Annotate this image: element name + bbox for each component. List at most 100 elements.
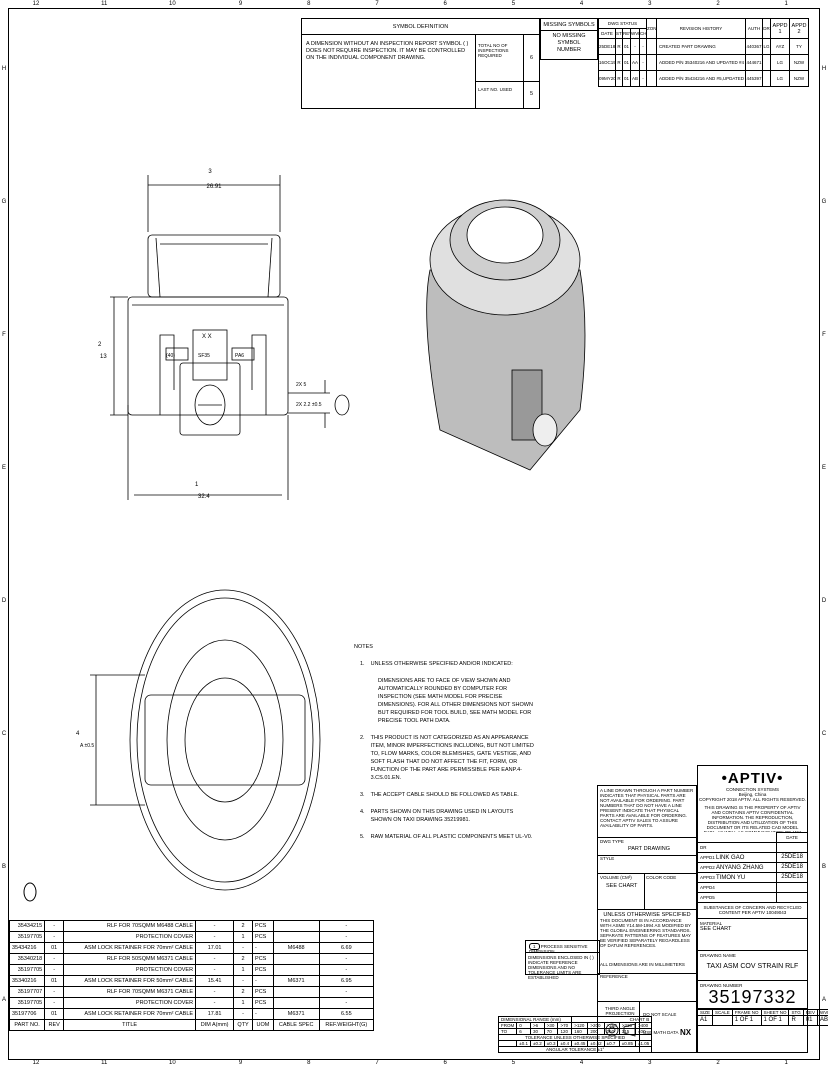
- parts-table-cell: -: [233, 942, 254, 954]
- dim-right: 2X 2.2 ±0.5: [296, 402, 322, 408]
- bottom-view: 4 A ±0.5: [76, 589, 321, 891]
- parts-table-header-cell: CABLE SPEC: [272, 1019, 320, 1031]
- parts-table-cell: 35197706: [8, 1008, 46, 1020]
- zone-column-marker: 10: [169, 1060, 176, 1066]
- parts-table-cell: 01: [44, 975, 65, 987]
- parts-table-cell: ASM LOCK RETAINER FOR 70mm² CABLE: [63, 1008, 197, 1020]
- parts-table-cell: -: [233, 1008, 254, 1020]
- zone-column-marker: 9: [238, 1060, 243, 1066]
- parts-table-cell: PCS: [252, 953, 274, 965]
- parts-table-cell: RLF FOR 70SQMM M6488 CABLE: [63, 920, 197, 932]
- note-number: 2.: [360, 735, 365, 741]
- appd1-header: APPD 1: [770, 18, 791, 39]
- sheet-info-value: [712, 1015, 733, 1026]
- zone-column-marker: 7: [375, 1, 379, 7]
- zone-row-marker: G: [1, 199, 7, 205]
- parts-table-cell: 35197705: [8, 964, 46, 976]
- zone-column-marker: 6: [443, 1060, 447, 1066]
- color-code-label: COLOR CODE: [646, 875, 677, 880]
- parts-table-cell: [272, 964, 320, 976]
- signoff-name: ANYANG ZHANG: [716, 864, 764, 871]
- dim-a-id: 4: [76, 731, 80, 737]
- title-block: •APTIV• CONNECTION SYSTEMS Beijing, Chin…: [696, 765, 828, 1053]
- revision-cell: R: [615, 38, 623, 55]
- parts-table-cell: 35197707: [8, 986, 46, 998]
- note-text: PARTS SHOWN ON THIS DRAWING USED IN LAYO…: [370, 809, 514, 823]
- material-label: MATERIAL: [700, 921, 723, 926]
- parts-table-cell: PCS: [252, 986, 274, 998]
- zone-row-marker: C: [1, 731, 7, 737]
- dwg-type: PART DRAWING: [628, 846, 670, 852]
- parts-table-cell: 2: [233, 920, 254, 932]
- note-item: 2.THIS PRODUCT IS NOT CATEGORIZED AS AN …: [360, 734, 535, 782]
- parts-table-cell: -: [318, 920, 375, 932]
- sheet-info-label: SCALE: [712, 1009, 733, 1016]
- drawing-number-label: DRAWING NUMBER: [700, 983, 743, 988]
- drawing-frame: [8, 8, 820, 1060]
- parts-table-cell: 1: [233, 931, 254, 943]
- sheet-info-value: AB: [816, 1015, 828, 1026]
- appd2-header: APPD 2: [789, 18, 810, 39]
- signoff-row: APPD4: [696, 882, 808, 893]
- symbol-definition-text: A DIMENSION WITHOUT AN INSPECTION REPORT…: [306, 41, 469, 61]
- parts-table-cell: 17.01: [195, 942, 235, 954]
- zone-column-marker: 6: [443, 1, 447, 7]
- last-number-label: LAST NO. USED: [478, 87, 513, 92]
- range-label: DIMENSIONAL RANGE (mm): [497, 1016, 573, 1023]
- signoff-date: [776, 842, 808, 853]
- parts-table-cell: -: [195, 931, 235, 943]
- signoff-role: APPD3: [700, 874, 715, 880]
- zone-column-marker: 3: [648, 1060, 652, 1066]
- zone-row-marker: F: [2, 332, 6, 338]
- process-id: 1: [529, 943, 540, 950]
- parts-table-cell: -: [195, 920, 235, 932]
- parts-table-header-cell: TITLE: [63, 1019, 197, 1031]
- parts-table-cell: -: [44, 986, 65, 998]
- parts-table-cell: PCS: [252, 997, 274, 1009]
- revision-cell: 01: [622, 38, 631, 55]
- zone-row-marker: H: [821, 66, 827, 72]
- parts-table-cell: [272, 986, 320, 998]
- zone-column-marker: 8: [307, 1060, 311, 1066]
- parts-table-cell: 01: [44, 942, 65, 954]
- parts-table-cell: -: [44, 920, 65, 932]
- reference-label: REFERENCE: [600, 974, 628, 979]
- parts-table-cell: -: [195, 986, 235, 998]
- signoff-role: APPD5: [700, 894, 715, 900]
- revision-cell: TY: [789, 38, 810, 55]
- signoff-role: DR: [700, 844, 707, 850]
- revision-cell: 25DE18: [598, 38, 616, 55]
- note-item: 5.RAW MATERIAL OF ALL PLASTIC COMPONENTS…: [360, 833, 535, 841]
- dim-a: A ±0.5: [80, 743, 94, 749]
- sheet-info-value: A1: [696, 1015, 714, 1026]
- revision-table: DWG STATUSZONEREVISION HISTORYAUTHDRAPPD…: [597, 18, 810, 87]
- revision-cell: -: [638, 38, 648, 55]
- zone-column-marker: 4: [579, 1060, 584, 1066]
- total-inspections-value: 6: [530, 55, 534, 61]
- parts-table-cell: RLF FOR 70SQMM M6371 CABLE: [63, 986, 197, 998]
- parts-table-cell: 6.55: [318, 1008, 375, 1020]
- dim-right-id: 2X 5: [296, 382, 307, 388]
- drawing-name-label: DRAWING NAME: [700, 953, 736, 958]
- notes-title: NOTES: [354, 644, 373, 650]
- zone-row-marker: A: [821, 997, 826, 1003]
- parts-table-cell: -: [44, 997, 65, 1009]
- parts-table-cell: 35340216: [8, 975, 46, 987]
- revision-cell: LG: [770, 54, 791, 71]
- zone-row-marker: D: [821, 598, 827, 604]
- parts-table-cell: -: [195, 953, 235, 965]
- signoff-date: 25DE18: [776, 852, 808, 863]
- parts-table-header-cell: DIM A(mm): [195, 1019, 235, 1031]
- parts-table-cell: PROTECTION COVER: [63, 964, 197, 976]
- parts-table-cell: -: [195, 997, 235, 1009]
- parts-table-cell: 35340218: [8, 953, 46, 965]
- revision-cell: [762, 70, 772, 87]
- parts-table-cell: [272, 920, 320, 932]
- dim-left: 13: [100, 354, 107, 360]
- revision-cell: AB: [630, 70, 640, 87]
